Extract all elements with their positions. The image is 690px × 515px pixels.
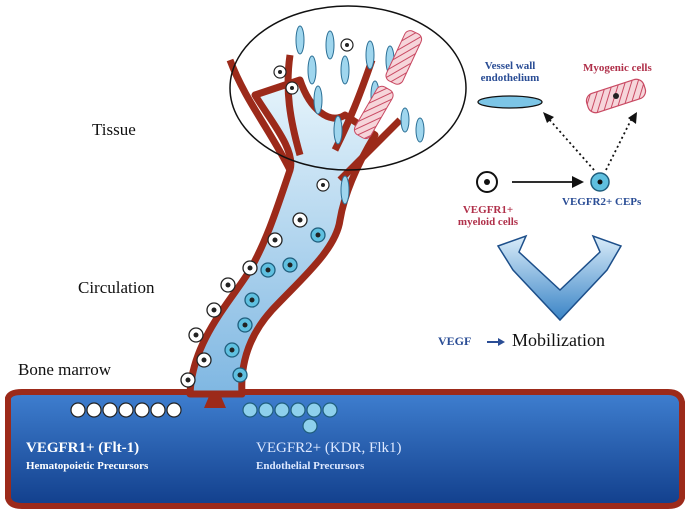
- marrow-right-subtitle: Endothelial Precursors: [256, 460, 364, 472]
- mobilization-label: Mobilization: [512, 330, 605, 351]
- marrow-left-title: VEGFR1+ (Flt-1): [26, 440, 139, 457]
- vessel-wall-line2: endothelium: [470, 72, 550, 84]
- circulation-label: Circulation: [78, 278, 154, 298]
- vessel-wall-label: Vessel wall endothelium: [470, 60, 550, 84]
- marrow-left-subtitle: Hematopoietic Precursors: [26, 460, 148, 472]
- tissue-label: Tissue: [92, 120, 136, 140]
- marrow-right-title: VEGFR2+ (KDR, Flk1): [256, 440, 402, 457]
- vegf-arrow: [487, 338, 505, 346]
- vegfr2-cep-cell-icon: [591, 173, 609, 191]
- vessel-wall-line1: Vessel wall: [470, 60, 550, 72]
- vegfr1-line1: VEGFR1+: [448, 204, 528, 216]
- myogenic-label: Myogenic cells: [583, 62, 652, 74]
- vegfr1-myeloid-label: VEGFR1+ myeloid cells: [448, 204, 528, 228]
- recruitment-arrow: [512, 176, 584, 188]
- vegf-label: VEGF: [438, 334, 471, 349]
- vegfr1-myeloid-cell-icon: [477, 172, 497, 192]
- differentiation-arrows: [548, 118, 632, 170]
- vegfr1-line2: myeloid cells: [448, 216, 528, 228]
- mobilization-chevron: [498, 236, 621, 320]
- myogenic-cell-icon: [584, 77, 647, 115]
- bone-marrow-label: Bone marrow: [18, 360, 111, 380]
- vessel-wall-endothelium-cell: [478, 96, 542, 108]
- vegfr2-ceps-label: VEGFR2+ CEPs: [562, 196, 641, 208]
